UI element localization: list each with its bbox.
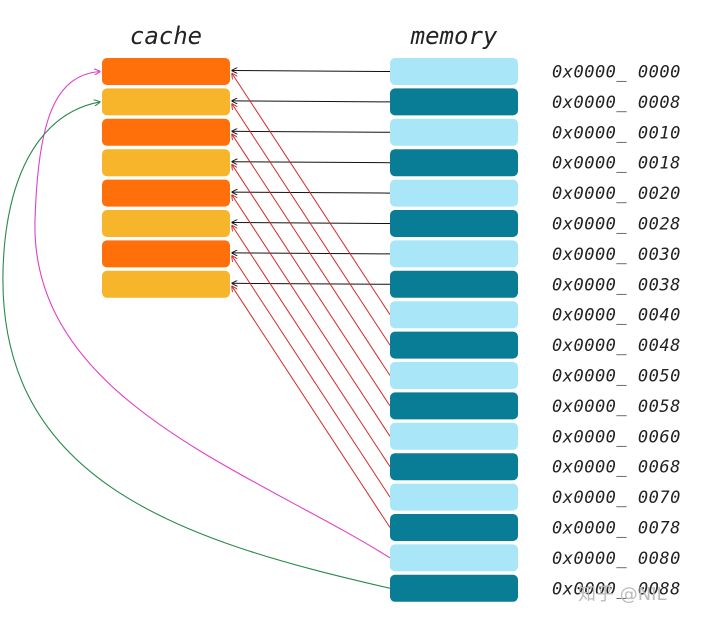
cache-line-1 [102, 88, 230, 116]
memory-block-7 [390, 270, 518, 298]
memory-block-13 [390, 453, 518, 481]
memory-block-9 [390, 331, 518, 359]
cache-line-7 [102, 270, 230, 298]
memory-block-4 [390, 179, 518, 207]
memory-address-4: 0x0000_ 0020 [552, 184, 681, 204]
arrow-conflict-13 [232, 226, 391, 467]
arrow-direct-2 [232, 131, 391, 132]
memory-block-17 [390, 574, 518, 602]
memory-address-15: 0x0000_ 0078 [552, 519, 681, 539]
memory-address-2: 0x0000_ 0010 [552, 123, 681, 143]
arrow-direct-0 [232, 71, 391, 72]
memory-block-5 [390, 210, 518, 237]
arrow-conflict-14 [232, 256, 391, 498]
mapping-arrows [2, 71, 391, 589]
memory-address-7: 0x0000_ 0038 [552, 275, 681, 295]
memory-addresses: 0x0000_ 0000 0x0000_ 0008 0x0000_ 0010 0x00… [552, 63, 681, 600]
cache-lines [102, 58, 230, 298]
arrow-conflict-8 [232, 74, 391, 315]
memory-address-12: 0x0000_ 0060 [552, 427, 681, 447]
memory-block-8 [390, 301, 518, 329]
memory-block-16 [390, 544, 518, 572]
memory-block-3 [390, 149, 518, 177]
memory-address-5: 0x0000_ 0028 [552, 215, 681, 235]
memory-address-3: 0x0000_ 0018 [552, 154, 681, 174]
cache-line-0 [102, 58, 230, 85]
cache-line-2 [102, 118, 230, 146]
memory-address-14: 0x0000_ 0070 [552, 488, 681, 508]
arrow-direct-3 [232, 162, 391, 163]
cache-line-3 [102, 149, 230, 177]
cache-line-5 [102, 210, 230, 237]
memory-address-13: 0x0000_ 0068 [552, 458, 681, 478]
memory-address-16: 0x0000_ 0080 [552, 549, 681, 569]
arrow-conflict-15 [232, 286, 391, 528]
memory-address-8: 0x0000_ 0040 [552, 306, 681, 326]
memory-block-10 [390, 362, 518, 389]
watermark: 知乎 @NIL [578, 584, 667, 605]
memory-address-6: 0x0000_ 0030 [552, 245, 681, 265]
memory-block-6 [390, 240, 518, 268]
cache-title: cache [130, 22, 202, 50]
memory-address-11: 0x0000_ 0058 [552, 397, 681, 417]
arrow-wrap-16 [34, 72, 391, 559]
memory-block-1 [390, 88, 518, 116]
arrow-direct-7 [232, 283, 391, 284]
memory-address-10: 0x0000_ 0050 [552, 367, 681, 387]
cache-line-6 [102, 240, 230, 268]
memory-block-2 [390, 118, 518, 146]
memory-title: memory [410, 22, 498, 50]
cache-line-4 [102, 179, 230, 207]
memory-address-9: 0x0000_ 0048 [552, 336, 681, 356]
arrow-wrap-17 [2, 102, 391, 589]
arrow-direct-6 [232, 253, 391, 254]
arrow-conflict-11 [232, 165, 391, 407]
memory-block-14 [390, 483, 518, 511]
memory-address-1: 0x0000_ 0008 [552, 93, 681, 113]
memory-block-15 [390, 514, 518, 541]
memory-address-0: 0x0000_ 0000 [552, 63, 681, 83]
arrow-direct-5 [232, 223, 391, 224]
arrow-direct-4 [232, 192, 391, 193]
memory-address-17: 0x0000_ 0088 [552, 579, 681, 599]
memory-block-0 [390, 58, 518, 85]
arrow-conflict-9 [232, 104, 391, 346]
arrow-conflict-12 [232, 195, 391, 437]
memory-block-12 [390, 422, 518, 450]
arrow-direct-1 [232, 101, 391, 102]
memory-block-11 [390, 392, 518, 420]
memory-blocks [390, 58, 518, 602]
arrow-conflict-10 [232, 134, 391, 376]
